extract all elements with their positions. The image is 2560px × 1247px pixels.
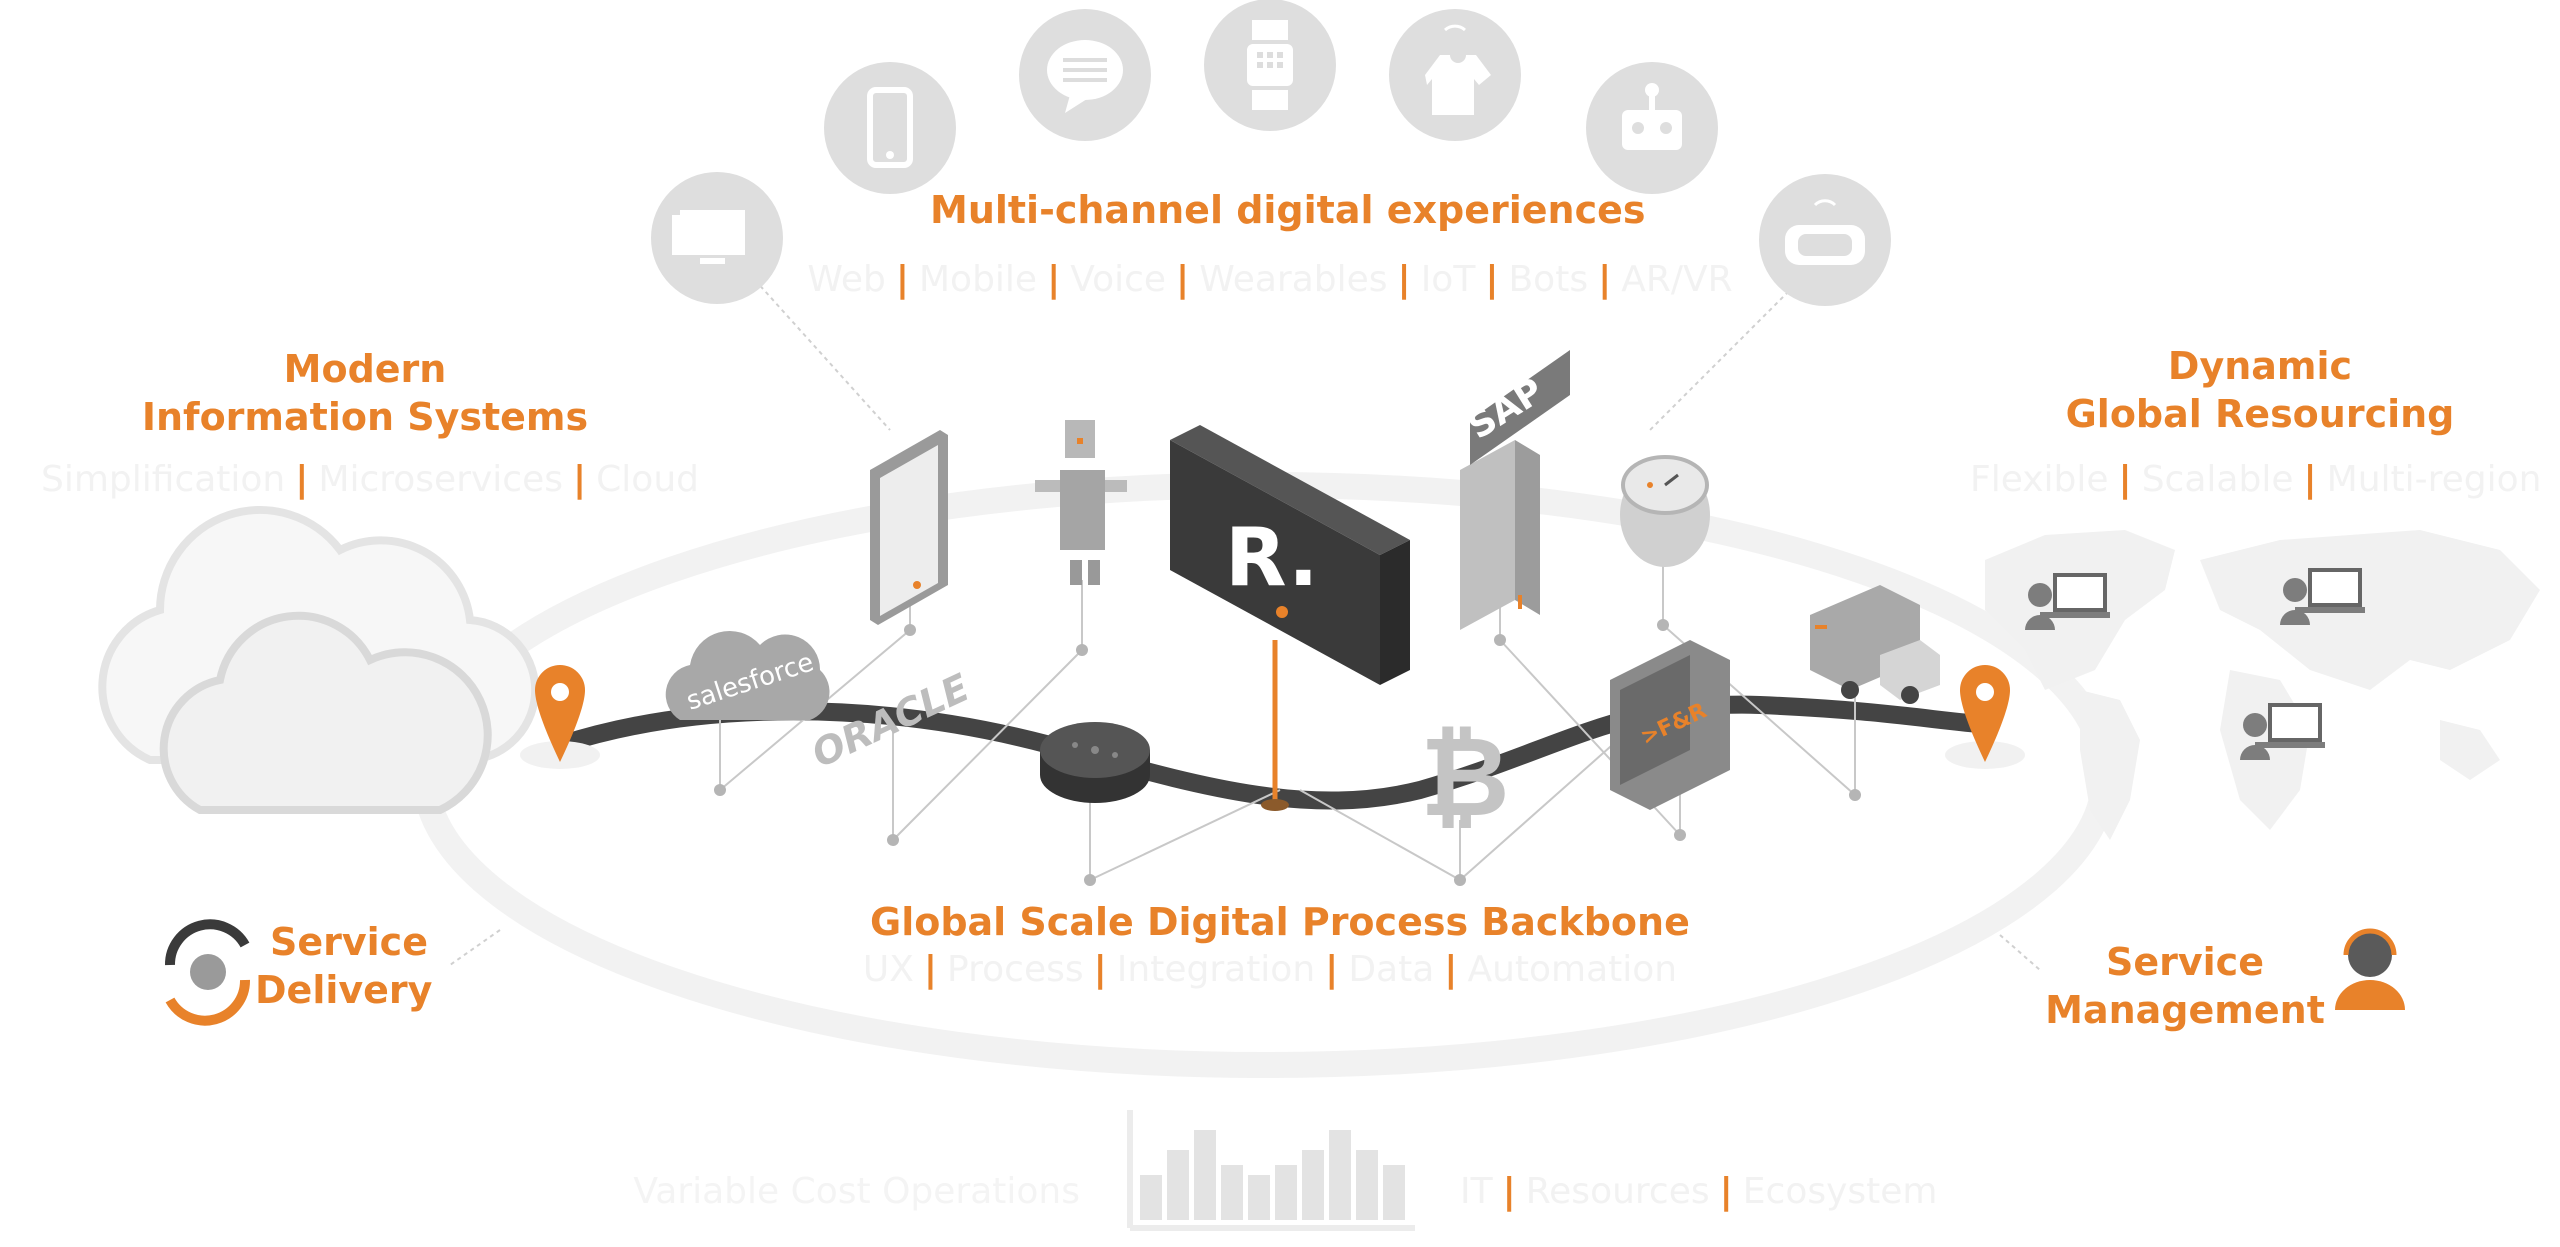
central-logo-block: R.: [1170, 425, 1410, 811]
fr-device-icon: >F&R: [1610, 640, 1730, 810]
chat-bubble-icon: [1019, 9, 1151, 141]
channel-icons: [651, 0, 1891, 306]
multichannel-subline: Web|Mobile|Voice|Wearables|IoT|Bots|AR/V…: [807, 259, 1733, 300]
tablet-icon: [870, 430, 948, 625]
smart-speaker-icon: [1040, 722, 1150, 803]
remote-worker-icons: [2025, 568, 2365, 760]
vr-headset-icon: [1759, 174, 1891, 306]
sap-building-icon: SAP: [1460, 350, 1570, 630]
object-stems: [719, 565, 1856, 880]
stem-dots: [714, 619, 1861, 886]
cloud-icon: [98, 506, 540, 814]
bitcoin-icon: ₿: [1420, 713, 1510, 841]
smartphone-icon: [824, 62, 956, 194]
smartwatch-icon: [1204, 0, 1336, 131]
variable-cost-label: Variable Cost Operations: [633, 1171, 1080, 1212]
multichannel-heading: Multi-channel digital experiences: [930, 188, 1646, 232]
smart-shirt-icon: [1389, 9, 1521, 141]
robot-icon: [1586, 62, 1718, 194]
center-mark-logo: R.: [1225, 511, 1318, 604]
service-agent-icon: [2335, 928, 2405, 1010]
dynamic-subline: Flexible|Scalable|Multi-region: [1970, 459, 2542, 500]
left-location-pin-icon: [520, 665, 600, 769]
desktop-icon: [651, 172, 783, 304]
backbone-heading: Global Scale Digital Process Backbone: [870, 900, 1690, 944]
variable-cost-bar-icon: [1127, 1110, 1415, 1231]
robot-figure-icon: [1035, 420, 1127, 585]
backbone-path: [551, 695, 1999, 810]
backbone-subline: UX|Process|Integration|Data|Automation: [862, 949, 1678, 990]
watch-icon: [1620, 455, 1710, 567]
service-delivery-icon: [164, 919, 251, 1026]
variable-cost-subline: IT|Resources|Ecosystem: [1460, 1171, 1938, 1212]
icon-leader-lines: [449, 279, 2041, 971]
salesforce-logo: salesforce: [665, 630, 830, 720]
modern-subline: Simplification|Microservices|Cloud: [40, 459, 700, 500]
right-location-pin-icon: [1945, 665, 2025, 769]
delivery-truck-icon: [1810, 585, 1940, 704]
